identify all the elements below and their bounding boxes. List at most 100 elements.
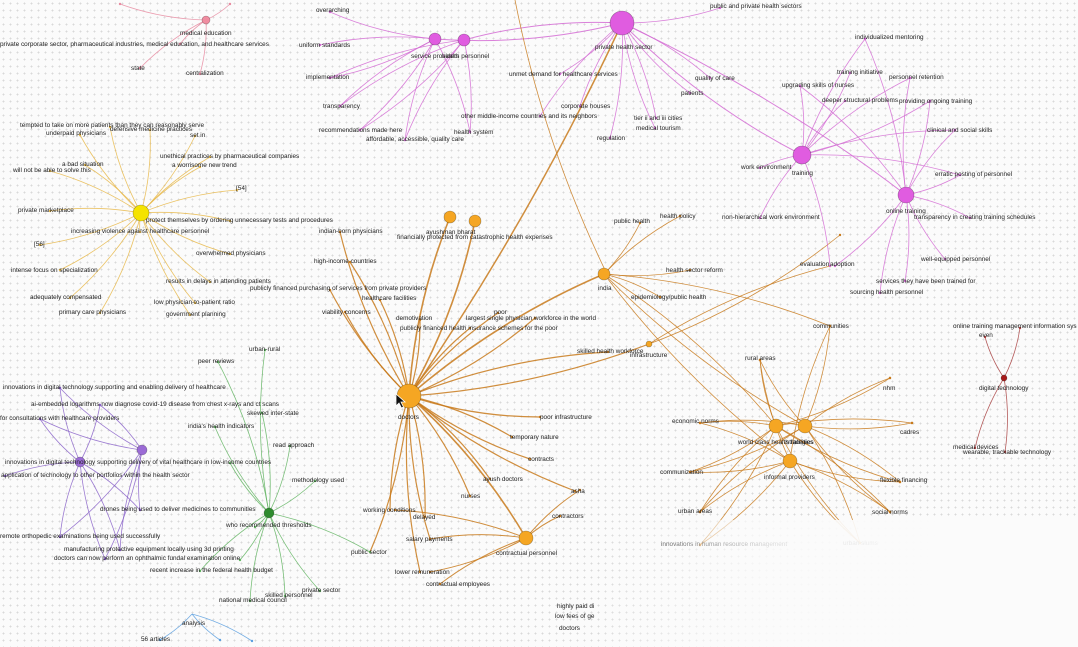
leaf-node[interactable] bbox=[688, 91, 692, 95]
hub-node-who[interactable] bbox=[263, 507, 275, 519]
leaf-node[interactable] bbox=[1003, 450, 1007, 454]
leaf-node[interactable] bbox=[218, 638, 222, 642]
leaf-node[interactable] bbox=[3, 474, 7, 478]
leaf-node[interactable] bbox=[758, 358, 762, 362]
leaf-node[interactable] bbox=[138, 508, 142, 512]
leaf-node[interactable] bbox=[103, 557, 107, 561]
leaf-node[interactable] bbox=[578, 104, 582, 108]
hub-node-protect[interactable] bbox=[132, 204, 150, 222]
hub-node-psector[interactable] bbox=[609, 10, 635, 36]
leaf-node[interactable] bbox=[968, 216, 972, 220]
leaf-node[interactable] bbox=[338, 104, 342, 108]
leaf-node[interactable] bbox=[253, 525, 257, 529]
leaf-node[interactable] bbox=[48, 169, 52, 173]
leaf-node[interactable] bbox=[558, 514, 562, 518]
hub-node-ayushman2[interactable] bbox=[468, 214, 482, 228]
hub-node-ai[interactable] bbox=[136, 444, 148, 456]
leaf-node[interactable] bbox=[653, 126, 657, 130]
leaf-node[interactable] bbox=[958, 173, 962, 177]
leaf-node[interactable] bbox=[138, 230, 142, 234]
leaf-node[interactable] bbox=[533, 316, 537, 320]
leaf-node[interactable] bbox=[48, 209, 52, 213]
leaf-node[interactable] bbox=[678, 214, 682, 218]
leaf-node[interactable] bbox=[910, 421, 914, 425]
leaf-node[interactable] bbox=[833, 264, 837, 268]
leaf-node[interactable] bbox=[898, 480, 902, 484]
leaf-node[interactable] bbox=[528, 457, 532, 461]
leaf-node[interactable] bbox=[848, 71, 852, 75]
leaf-node[interactable] bbox=[688, 470, 692, 474]
leaf-node[interactable] bbox=[263, 348, 267, 352]
leaf-node[interactable] bbox=[98, 311, 102, 315]
leaf-node[interactable] bbox=[573, 489, 577, 493]
hub-node-digital[interactable] bbox=[1000, 374, 1008, 382]
leaf-node[interactable] bbox=[208, 280, 212, 284]
leaf-node[interactable] bbox=[828, 264, 832, 268]
leaf-node[interactable] bbox=[908, 76, 912, 80]
leaf-node[interactable] bbox=[698, 421, 702, 425]
leaf-node[interactable] bbox=[288, 444, 292, 448]
leaf-node[interactable] bbox=[888, 376, 892, 380]
leaf-node[interactable] bbox=[828, 324, 832, 328]
leaf-node[interactable] bbox=[718, 6, 722, 10]
leaf-node[interactable] bbox=[368, 550, 372, 554]
leaf-node[interactable] bbox=[496, 311, 500, 315]
leaf-node[interactable] bbox=[38, 243, 42, 247]
hub-node-training[interactable] bbox=[792, 145, 812, 165]
hub-node-infrastructure[interactable] bbox=[645, 340, 653, 348]
leaf-node[interactable] bbox=[578, 488, 582, 492]
leaf-node[interactable] bbox=[238, 558, 242, 562]
leaf-node[interactable] bbox=[654, 116, 658, 120]
leaf-node[interactable] bbox=[193, 134, 197, 138]
leaf-node[interactable] bbox=[328, 76, 332, 80]
leaf-node[interactable] bbox=[468, 130, 472, 134]
leaf-node[interactable] bbox=[108, 125, 112, 129]
leaf-node[interactable] bbox=[208, 155, 212, 159]
leaf-node[interactable] bbox=[418, 318, 422, 322]
leaf-node[interactable] bbox=[698, 510, 702, 514]
leaf-node[interactable] bbox=[193, 301, 197, 305]
leaf-node[interactable] bbox=[78, 133, 82, 137]
leaf-node[interactable] bbox=[228, 2, 232, 6]
leaf-node[interactable] bbox=[953, 128, 957, 132]
leaf-node[interactable] bbox=[198, 165, 202, 169]
leaf-node[interactable] bbox=[488, 477, 492, 481]
leaf-node[interactable] bbox=[343, 310, 347, 314]
leaf-node[interactable] bbox=[943, 257, 947, 261]
graph-nodes[interactable] bbox=[3, 2, 1022, 643]
leaf-node[interactable] bbox=[318, 589, 322, 593]
leaf-node[interactable] bbox=[843, 99, 847, 103]
hub-node-strategies[interactable] bbox=[797, 418, 813, 434]
leaf-node[interactable] bbox=[83, 163, 87, 167]
leaf-node[interactable] bbox=[903, 279, 907, 283]
leaf-node[interactable] bbox=[260, 411, 264, 415]
leaf-node[interactable] bbox=[58, 268, 62, 272]
leaf-node[interactable] bbox=[228, 219, 232, 223]
hub-node-ayushman[interactable] bbox=[443, 210, 457, 224]
leaf-node[interactable] bbox=[758, 216, 762, 220]
leaf-node[interactable] bbox=[198, 569, 202, 573]
hub-node-online[interactable] bbox=[897, 186, 915, 204]
leaf-node[interactable] bbox=[213, 425, 217, 429]
leaf-node[interactable] bbox=[188, 313, 192, 317]
leaf-node[interactable] bbox=[378, 298, 382, 302]
hub-node-informal[interactable] bbox=[782, 453, 798, 469]
hub-node-mededu[interactable] bbox=[201, 15, 211, 25]
leaf-node[interactable] bbox=[178, 42, 182, 46]
leaf-node[interactable] bbox=[468, 326, 472, 330]
leaf-node[interactable] bbox=[838, 233, 842, 237]
hub-node-contractual[interactable] bbox=[518, 530, 534, 546]
leaf-node[interactable] bbox=[228, 461, 232, 465]
leaf-node[interactable] bbox=[688, 268, 692, 272]
leaf-node[interactable] bbox=[510, 435, 514, 439]
leaf-node[interactable] bbox=[118, 548, 122, 552]
leaf-node[interactable] bbox=[798, 84, 802, 88]
leaf-node[interactable] bbox=[708, 76, 712, 80]
leaf-node[interactable] bbox=[148, 128, 152, 132]
leaf-node[interactable] bbox=[58, 386, 62, 390]
hub-node-innov[interactable] bbox=[74, 456, 86, 468]
leaf-node[interactable] bbox=[973, 446, 977, 450]
hub-node-svc2[interactable] bbox=[457, 33, 471, 47]
leaf-node[interactable] bbox=[538, 415, 542, 419]
